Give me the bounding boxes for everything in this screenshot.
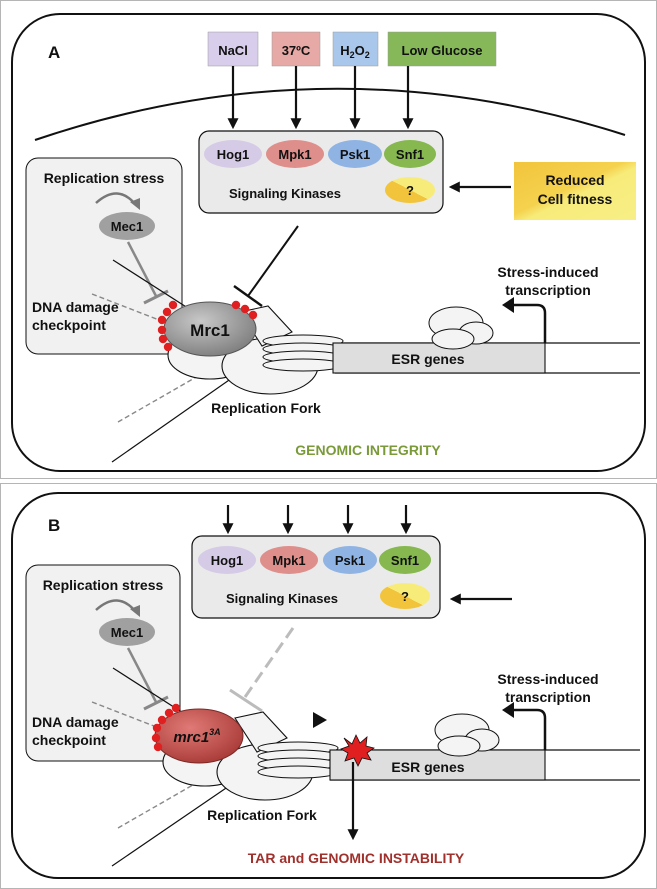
inhibition-line-a <box>247 225 299 297</box>
panel-b: B Hog1 Mpk1 Psk1 Snf1 Signaling Kinases … <box>0 483 657 889</box>
mpk1-oval-a <box>266 140 324 168</box>
conflict-burst-icon <box>340 734 375 767</box>
cell-outline-a <box>11 13 646 472</box>
panel-a: A NaCl 37ºC H2O2 Low Glucose Hog1 Mpk1 P… <box>0 0 657 479</box>
unknown-kinase-oval-b <box>380 583 430 609</box>
mec1-inhibition-bar-b <box>143 695 169 711</box>
mrc1-3a-label: mrc13A <box>173 727 220 746</box>
fork-pause-triangle <box>313 712 327 728</box>
mec1-label-a: Mec1 <box>111 219 144 234</box>
inhibition-bar-a <box>233 285 263 307</box>
checkpoint-line2-b: checkpoint <box>32 732 106 748</box>
checkpoint-line1-b: DNA damage <box>32 714 119 730</box>
transcription-arrow-a <box>510 303 547 343</box>
panel-b-letter: B <box>48 516 60 535</box>
hog1-oval-b <box>198 546 256 574</box>
stress-curve-arrowhead-a <box>130 198 140 210</box>
checkpoint-box-b <box>25 564 181 762</box>
mrc1-3a-phospho-sites <box>151 703 181 752</box>
cell-outline-b <box>11 492 646 879</box>
signaling-kinases-caption-a: Signaling Kinases <box>229 186 341 201</box>
mec1-label-b: Mec1 <box>111 625 144 640</box>
panel-a-letter: A <box>48 43 60 62</box>
esr-genes-box-a <box>332 342 546 374</box>
mec1-inhibition-line-a <box>126 241 158 297</box>
unknown-kinase-oval-a <box>385 177 435 203</box>
low-glucose-label: Low Glucose <box>402 43 483 58</box>
replication-stress-label-a: Replication stress <box>44 170 165 186</box>
psk1-label-a: Psk1 <box>340 147 370 162</box>
replication-stress-label-b: Replication stress <box>43 577 164 593</box>
nascent-strand-upper-a <box>91 293 191 333</box>
psk1-oval-a <box>328 140 382 168</box>
genomic-integrity-label: GENOMIC INTEGRITY <box>295 442 441 458</box>
temperature-label: 37ºC <box>282 43 311 58</box>
replisome-upper-block-b <box>234 711 288 753</box>
stress-transcription-line1-b: Stress-induced <box>497 671 598 687</box>
stress-curve-arrowhead-b <box>130 605 140 617</box>
low-glucose-box <box>387 31 497 67</box>
stress-transcription-line2-a: transcription <box>505 282 591 298</box>
mrc1-phospho-sites <box>157 300 258 352</box>
checkpoint-box-a <box>25 157 183 355</box>
mpk1-oval-b <box>260 546 318 574</box>
esr-genes-label-a: ESR genes <box>391 351 464 367</box>
transcription-arrowhead-a <box>502 297 514 313</box>
hog1-label-a: Hog1 <box>217 147 250 162</box>
rna-polymerase-b <box>434 713 500 757</box>
nacl-box <box>207 31 259 67</box>
mpk1-label-a: Mpk1 <box>278 147 311 162</box>
snf1-oval-b <box>379 546 431 574</box>
reduced-fitness-line1: Reduced <box>545 172 604 188</box>
mcm-helicase-b <box>257 741 339 779</box>
signaling-kinases-caption-b: Signaling Kinases <box>226 591 338 606</box>
cell-membrane-a <box>34 87 626 141</box>
transcription-arrow-b <box>510 708 547 750</box>
hog1-label-b: Hog1 <box>211 553 244 568</box>
blocked-inhibition-bar-b <box>229 688 263 713</box>
esr-genes-label-b: ESR genes <box>391 759 464 775</box>
psk1-oval-b <box>323 546 377 574</box>
tar-instability-label: TAR and GENOMIC INSTABILITY <box>248 850 465 866</box>
transcription-arrowhead-b <box>502 702 514 718</box>
stress-transcription-line2-b: transcription <box>505 689 591 705</box>
temperature-box <box>271 31 321 67</box>
dna-strand-lower-left-b <box>111 783 233 867</box>
reduced-fitness-line2: Cell fitness <box>538 191 613 207</box>
mcm-helicase-a <box>262 334 344 372</box>
checkpoint-line2-a: checkpoint <box>32 317 106 333</box>
mpk1-label-b: Mpk1 <box>272 553 305 568</box>
blocked-inhibition-line-b <box>243 627 295 698</box>
reduced-fitness-box <box>514 162 636 220</box>
replication-fork-label-b: Replication Fork <box>207 807 317 823</box>
replication-fork-label-a: Replication Fork <box>211 400 321 416</box>
unknown-kinase-label-a: ? <box>406 183 414 198</box>
snf1-oval-a <box>384 140 436 168</box>
nacl-label: NaCl <box>218 43 248 58</box>
mec1-oval-a <box>99 212 155 240</box>
h2o2-label: H2O2 <box>340 43 370 60</box>
mrc1-label: Mrc1 <box>190 321 230 340</box>
stress-transcription-line1-a: Stress-induced <box>497 264 598 280</box>
mec1-oval-b <box>99 618 155 646</box>
snf1-label-a: Snf1 <box>396 147 424 162</box>
psk1-label-b: Psk1 <box>335 553 365 568</box>
rna-polymerase-a <box>428 306 494 350</box>
hog1-oval-a <box>204 140 262 168</box>
nascent-strand-upper-b <box>91 701 191 741</box>
snf1-label-b: Snf1 <box>391 553 419 568</box>
unknown-kinase-label-b: ? <box>401 589 409 604</box>
h2o2-box <box>332 31 379 67</box>
dna-strand-lower-left-a <box>111 377 233 463</box>
checkpoint-line1-a: DNA damage <box>32 299 119 315</box>
